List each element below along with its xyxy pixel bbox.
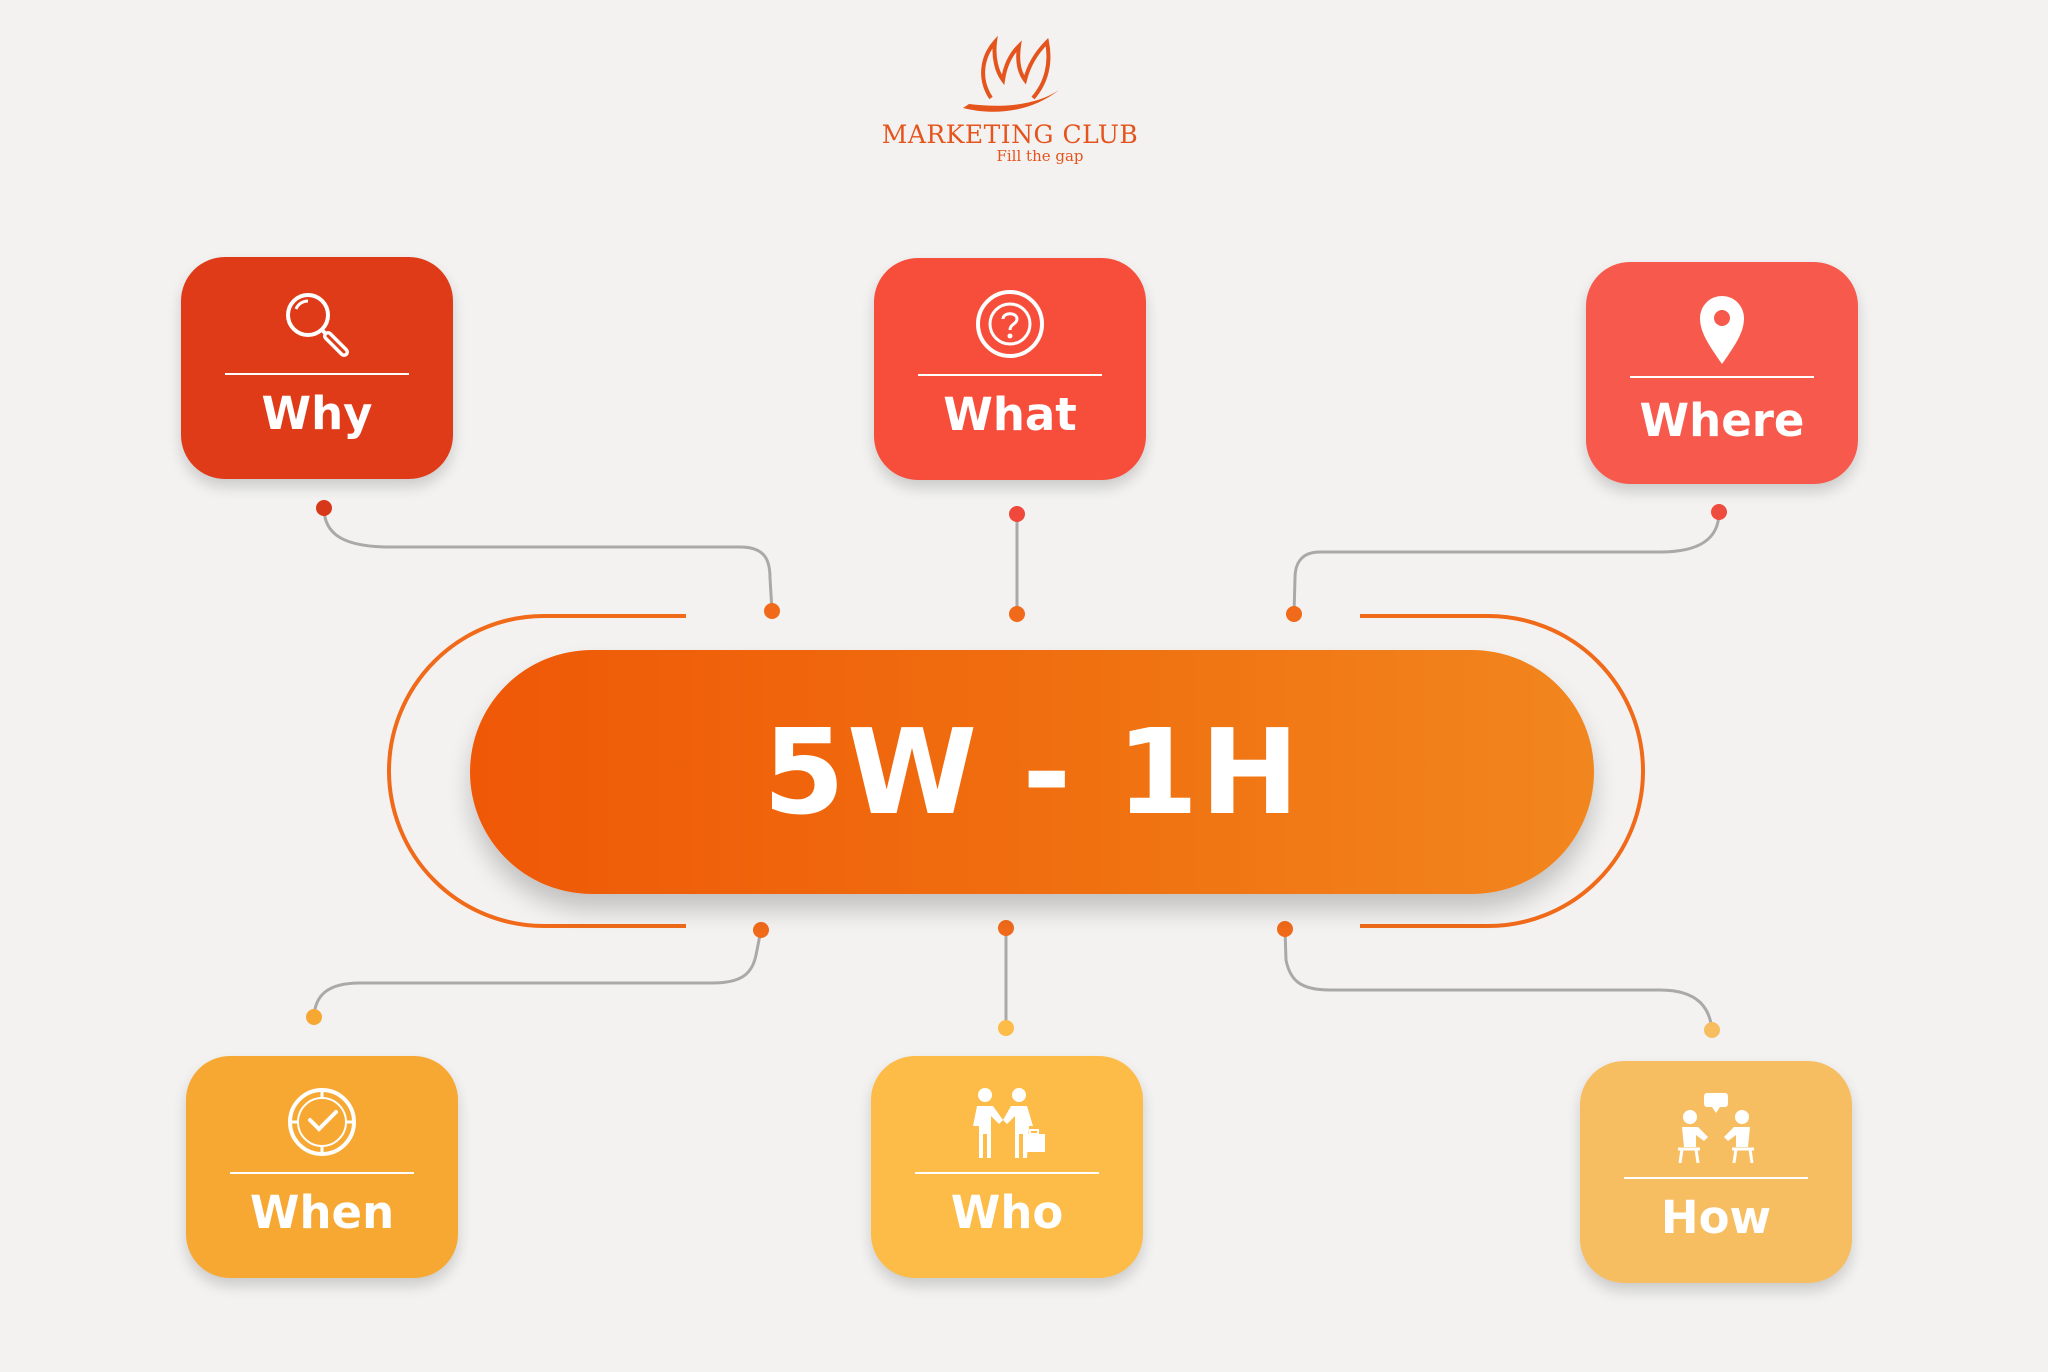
divider [1630,376,1814,378]
clock-icon [186,1086,458,1156]
node-who: Who [871,1056,1143,1278]
node-label-what: What [943,388,1077,441]
dot [1277,921,1293,937]
meeting-icon [1580,1091,1852,1163]
dot [316,500,332,516]
node-label-why: Why [261,387,373,440]
divider [1624,1177,1808,1179]
dot [1286,606,1302,622]
divider [225,373,409,375]
brand-logo: MARKETING CLUB Fill the gap [860,28,1160,178]
divider [915,1172,1099,1174]
when-connector [312,929,763,1018]
node-label-when: When [249,1186,395,1239]
center-title: 5W - 1H [762,703,1302,841]
dot [1711,504,1727,520]
node-where: Where [1586,262,1858,484]
node-why: Why [181,257,453,479]
brand-name: MARKETING CLUB [881,120,1139,149]
question-icon [874,288,1146,358]
brand-tagline: Fill the gap [996,147,1084,165]
dot [1704,1022,1720,1038]
node-what: What [874,258,1146,480]
where-connector [1292,511,1721,615]
center-topic: 5W - 1H [470,650,1594,894]
dot [753,922,769,938]
node-when: When [186,1056,458,1278]
left-bracket-arc [387,614,686,928]
divider [918,374,1102,376]
why-connector [322,507,774,612]
location-pin-icon [1586,292,1858,364]
dot [998,920,1014,936]
dot [1009,606,1025,622]
dot [998,1020,1014,1036]
node-label-who: Who [950,1186,1064,1239]
dot [306,1009,322,1025]
handshake-icon [871,1086,1143,1158]
connector-dots [306,500,1727,1038]
how-connector [1283,928,1714,1031]
right-bracket-arc [1360,614,1645,928]
dot [764,603,780,619]
node-label-where: Where [1639,394,1805,447]
node-how: How [1580,1061,1852,1283]
flame-logo-mark [963,35,1059,112]
node-label-how: How [1660,1191,1772,1244]
magnifier-icon [181,287,453,357]
dot [1009,506,1025,522]
divider [230,1172,414,1174]
